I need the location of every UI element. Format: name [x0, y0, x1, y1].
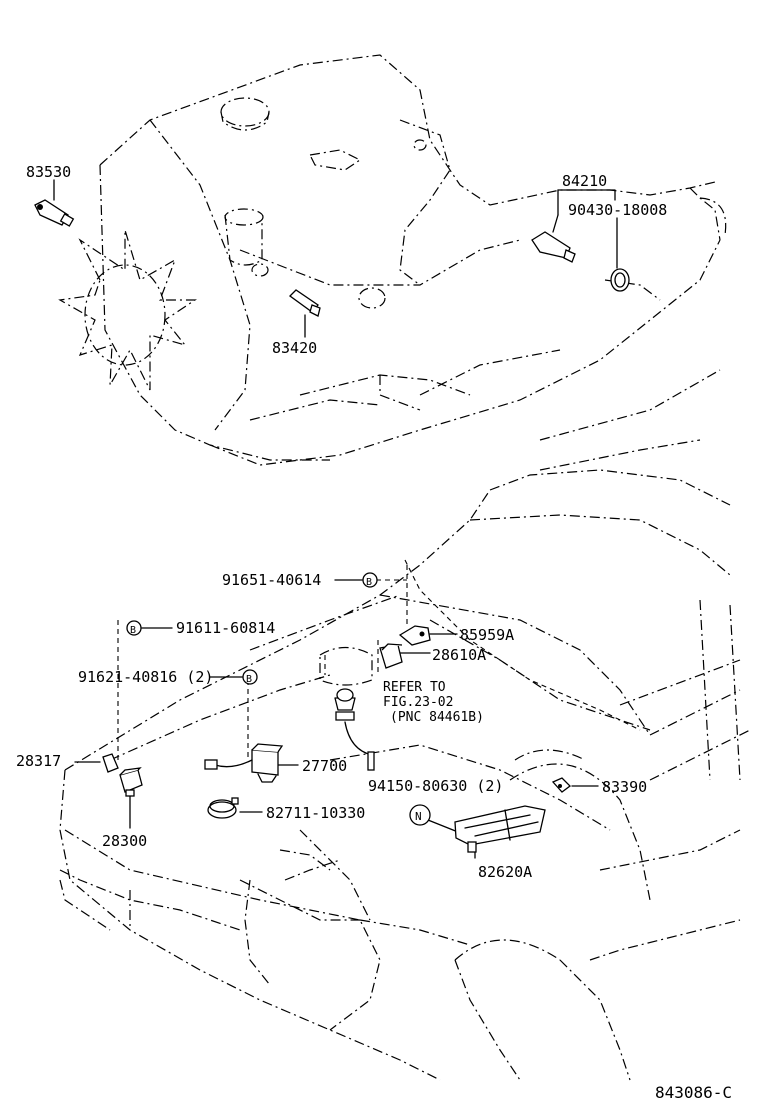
- label-83530: 83530: [26, 163, 71, 181]
- marker-b-label: B: [366, 577, 372, 588]
- part-82711-clamp: [207, 797, 239, 819]
- label-28300: 28300: [102, 832, 147, 850]
- label-28610a: 28610A: [432, 646, 486, 664]
- part-28610a-relay: [379, 643, 403, 669]
- label-94150-80630: 94150-80630 (2): [368, 777, 503, 795]
- label-refer-line1: REFER TO: [383, 680, 446, 695]
- marker-b-91651: B: [362, 572, 378, 588]
- diagram-id: 843086-C: [655, 1083, 732, 1102]
- label-85959a: 85959A: [460, 626, 514, 644]
- label-84210: 84210: [562, 172, 607, 190]
- label-27700: 27700: [302, 757, 347, 775]
- part-82620a-junction-block: [454, 805, 546, 853]
- part-84210-switch: [531, 189, 630, 292]
- label-91611-60814: 91611-60814: [176, 619, 275, 637]
- engine-assembly: [58, 54, 727, 466]
- vehicle-body: [59, 369, 751, 1081]
- part-27700-relay: [204, 743, 284, 783]
- marker-n-94150: N: [409, 804, 431, 826]
- marker-b-label: B: [130, 625, 136, 636]
- label-90430-18008: 90430-18008: [568, 201, 667, 219]
- marker-b-91621: B: [242, 669, 258, 685]
- label-refer-line2: FIG.23-02: [383, 695, 453, 710]
- label-91621-40816: 91621-40816 (2): [78, 668, 213, 686]
- label-refer-line3: (PNC 84461B): [390, 710, 484, 725]
- part-28317-clip: [102, 753, 119, 773]
- leader-lines: [74, 565, 599, 859]
- label-82620a: 82620A: [478, 863, 532, 881]
- part-83390-switch: [551, 777, 571, 793]
- part-83530-oil-pressure-switch: [34, 179, 75, 227]
- marker-n-label: N: [415, 810, 422, 823]
- label-28317: 28317: [16, 752, 61, 770]
- label-91651-40614: 91651-40614: [222, 571, 321, 589]
- label-83390: 83390: [602, 778, 647, 796]
- marker-b-label: B: [246, 674, 252, 685]
- label-82711-10330: 82711-10330: [266, 804, 365, 822]
- label-83420: 83420: [272, 339, 317, 357]
- bulb-socket-assembly: [319, 646, 375, 771]
- marker-b-91611: B: [126, 620, 142, 636]
- part-85959a-bracket: [398, 625, 431, 646]
- part-28300-relay: [119, 767, 143, 797]
- part-83420-temp-sender: [289, 289, 321, 338]
